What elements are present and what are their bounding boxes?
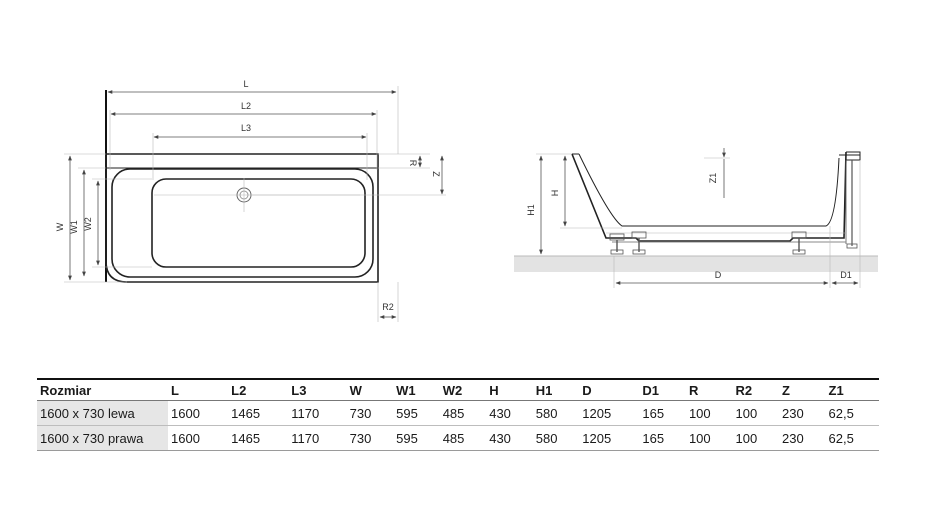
table-cell: 1205	[579, 425, 640, 451]
dim-label-W1: W1	[69, 220, 79, 234]
table-cell: 595	[393, 400, 440, 426]
table-cell: 100	[685, 400, 733, 426]
foot-left	[609, 233, 625, 255]
dim-label-W2: W2	[83, 217, 93, 231]
table-cell: 100	[732, 400, 780, 426]
table-cell: 100	[685, 425, 733, 451]
table-header: Z	[779, 378, 826, 401]
table-cell: 430	[486, 425, 533, 451]
dim-label-L3: L3	[241, 123, 251, 133]
table-header: R	[685, 378, 733, 401]
dim-label-L2: L2	[241, 101, 251, 111]
table-cell: 595	[393, 425, 440, 451]
table-cell: 1600 x 730 prawa	[37, 425, 168, 451]
table-cell: 1170	[288, 400, 347, 426]
table-header: D	[579, 378, 640, 401]
table-cell: 1600	[168, 425, 229, 451]
table-cell: 230	[779, 400, 826, 426]
table-header: L2	[228, 378, 289, 401]
dim-label-R: R	[408, 160, 418, 167]
table-cell: 230	[779, 425, 826, 451]
table-cell: 165	[639, 425, 686, 451]
table-cell: 1465	[228, 425, 289, 451]
table-header: W1	[393, 378, 440, 401]
table-cell: 1170	[288, 425, 347, 451]
foot-right	[791, 231, 807, 255]
table-header: L	[168, 378, 229, 401]
table-cell: 1465	[228, 400, 289, 426]
table-header: H1	[532, 378, 580, 401]
table-header: R2	[732, 378, 780, 401]
tub-outer-rim	[105, 153, 379, 283]
table-cell: 580	[532, 425, 580, 451]
dim-label-H1: H1	[526, 204, 536, 216]
table-cell: 165	[639, 400, 686, 426]
table-cell: 1600 x 730 lewa	[37, 400, 168, 426]
table-cell: 430	[486, 400, 533, 426]
table-header: Rozmiar	[37, 378, 168, 401]
tub-basin	[151, 178, 366, 268]
table-cell: 485	[439, 400, 487, 426]
table-header: L3	[288, 378, 347, 401]
top-view: L L2 L3 R Z W W1 W2	[55, 79, 446, 322]
dim-label-Z: Z	[431, 171, 441, 177]
tub-inner-rim	[111, 168, 374, 278]
tub-profile-outer	[571, 151, 847, 242]
table-row: 1600 x 730 lewa 1600 1465 1170 730 595 4…	[37, 400, 879, 426]
dim-label-D: D	[715, 270, 722, 280]
foot-wall	[846, 160, 858, 249]
table-cell: 1205	[579, 400, 640, 426]
dim-label-R2: R2	[382, 302, 394, 312]
technical-drawing: L L2 L3 R Z W W1 W2	[55, 79, 878, 322]
spec-table: Rozmiar L L2 L3 W W1 W2 H H1 D D1 R R2 Z…	[37, 378, 879, 451]
table-header: H	[486, 378, 533, 401]
dim-label-H: H	[550, 190, 560, 197]
table-cell: 485	[439, 425, 487, 451]
table-cell: 62,5	[825, 400, 879, 426]
table-row: 1600 x 730 prawa 1600 1465 1170 730 595 …	[37, 425, 879, 451]
dim-label-W: W	[55, 222, 65, 231]
table-cell: 730	[346, 400, 394, 426]
table-cell: 730	[346, 425, 394, 451]
dim-label-D1: D1	[840, 270, 852, 280]
table-header: W	[346, 378, 394, 401]
table-cell: 62,5	[825, 425, 879, 451]
table-header-row: Rozmiar L L2 L3 W W1 W2 H H1 D D1 R R2 Z…	[37, 378, 879, 401]
table-cell: 100	[732, 425, 780, 451]
table-header: W2	[439, 378, 487, 401]
floor	[514, 256, 878, 272]
foot-mid	[631, 231, 647, 255]
table-cell: 580	[532, 400, 580, 426]
table-cell: 1600	[168, 400, 229, 426]
table-header: Z1	[825, 378, 879, 401]
dim-label-L: L	[243, 79, 248, 89]
dim-label-Z1: Z1	[708, 173, 718, 184]
tub-profile-inner	[578, 153, 840, 227]
side-view: H1 H Z1 D D1	[514, 148, 878, 288]
table-header: D1	[639, 378, 686, 401]
